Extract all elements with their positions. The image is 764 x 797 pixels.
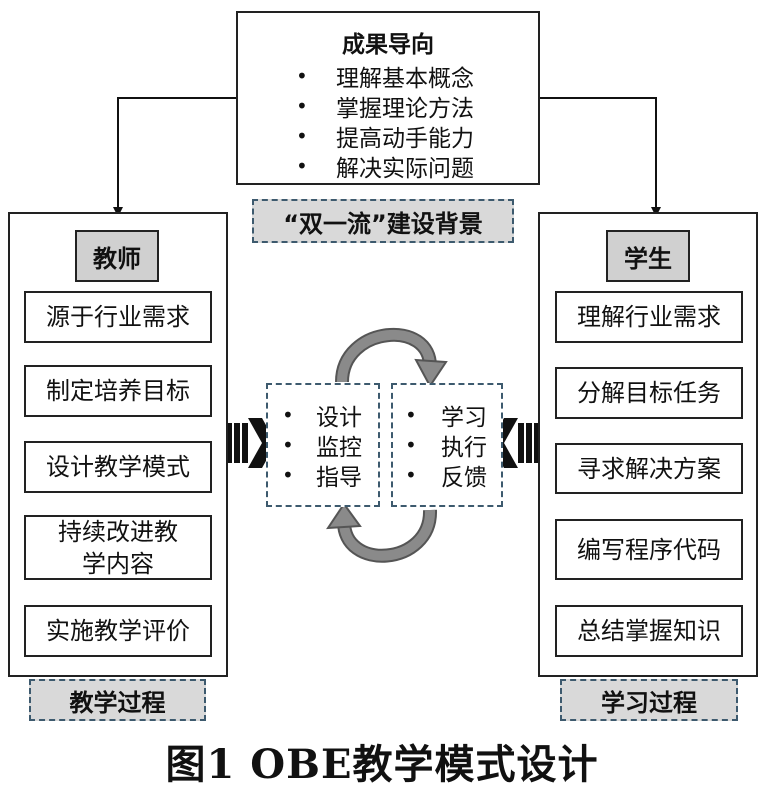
connector-outcome-to-student	[540, 97, 661, 217]
student-step: 寻求解决方案	[555, 443, 743, 494]
bullet-icon: •	[405, 463, 417, 487]
student-step: 分解目标任务	[555, 367, 743, 419]
bullet-icon: •	[296, 94, 308, 118]
bullet-icon: •	[296, 154, 308, 178]
outcome-list: •理解基本概念 •掌握理论方法 •提高动手能力 •解决实际问题	[296, 61, 538, 182]
outcome-item: •解决实际问题	[296, 154, 474, 182]
student-step: 理解行业需求	[555, 291, 743, 343]
bullet-icon: •	[282, 403, 294, 427]
student-action: •学习	[405, 403, 487, 431]
teacher-step: 设计教学模式	[24, 441, 212, 493]
figure-caption: 图1 OBE教学模式设计	[165, 741, 599, 788]
teacher-actions-box: •设计 •监控 •指导	[266, 383, 380, 507]
bullet-icon: •	[282, 463, 294, 487]
teacher-header: 教师	[75, 230, 159, 282]
teacher-step: 实施教学评价	[24, 605, 212, 657]
outcome-item: •提高动手能力	[296, 124, 474, 152]
bullet-icon: •	[282, 433, 294, 457]
student-footer-label: 学习过程	[560, 679, 738, 721]
outcome-item: •掌握理论方法	[296, 94, 474, 122]
student-step: 编写程序代码	[555, 519, 743, 580]
teacher-footer-label: 教学过程	[29, 679, 206, 721]
teacher-step: 持续改进教学内容	[24, 515, 212, 580]
outcome-title: 成果导向	[342, 32, 434, 58]
bullet-icon: •	[296, 124, 308, 148]
cycle-top-arrow	[335, 327, 448, 388]
teacher-action: •监控	[282, 433, 362, 461]
teacher-action: •指导	[282, 463, 362, 491]
background-label: “双一流”建设背景	[252, 199, 514, 243]
cycle-bottom-arrow	[326, 502, 438, 563]
outcome-box: 成果导向 •理解基本概念 •掌握理论方法 •提高动手能力 •解决实际问题	[236, 11, 540, 185]
student-step: 总结掌握知识	[555, 605, 743, 657]
outcome-item: •理解基本概念	[296, 64, 474, 92]
teacher-action: •设计	[282, 403, 362, 431]
teacher-step: 制定培养目标	[24, 365, 212, 417]
bullet-icon: •	[405, 403, 417, 427]
student-action: •执行	[405, 433, 487, 461]
bullet-icon: •	[296, 64, 308, 88]
student-action: •反馈	[405, 463, 487, 491]
connector-outcome-to-teacher	[113, 97, 236, 217]
teacher-step: 源于行业需求	[24, 291, 212, 343]
student-header: 学生	[606, 230, 690, 282]
student-actions-box: •学习 •执行 •反馈	[391, 383, 503, 507]
bullet-icon: •	[405, 433, 417, 457]
